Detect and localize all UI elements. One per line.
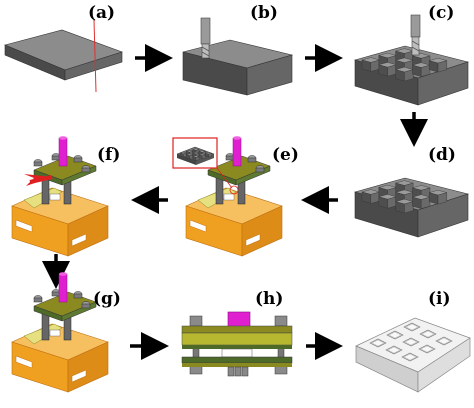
cube-row [227, 366, 249, 377]
bolt-icon [247, 155, 257, 163]
panel-label-b: (b) [250, 3, 278, 23]
panel-i: (i) [355, 289, 471, 393]
panel-f [11, 136, 109, 257]
panel-a: (a) [4, 3, 123, 93]
end-mill-tool-icon [410, 14, 421, 56]
pocket [435, 336, 453, 346]
cube [361, 189, 381, 204]
panel-b: (b) [182, 3, 294, 96]
punch-icon [58, 272, 68, 303]
cube [185, 153, 194, 159]
cube [394, 66, 414, 82]
cube [394, 198, 414, 214]
punch-icon [58, 136, 68, 167]
cube [411, 62, 431, 77]
cube [361, 57, 381, 72]
pocket [402, 337, 420, 347]
cut-line [93, 19, 97, 93]
pocket [419, 329, 437, 339]
cube [179, 151, 188, 158]
end-mill-tool-icon [200, 17, 211, 59]
punch-icon [232, 136, 242, 167]
cube [378, 194, 398, 209]
cube [428, 189, 448, 205]
pocket [403, 322, 421, 332]
panel-e [185, 136, 283, 257]
bolt-icon [73, 155, 83, 163]
panel-label-e: (e) [272, 145, 299, 165]
panel-label-i: (i) [428, 289, 451, 309]
cube [378, 62, 398, 77]
panel-h: (h) [181, 289, 293, 377]
cube [198, 153, 207, 160]
bolt-icon [33, 295, 43, 303]
bolt-icon [255, 165, 265, 173]
cube [204, 152, 213, 158]
panel-label-g: (g) [93, 289, 121, 309]
cube-array [361, 180, 448, 214]
panel-label-a: (a) [88, 3, 115, 23]
panel-g [11, 272, 109, 393]
panel-label-d: (d) [428, 145, 456, 165]
bolt-icon [81, 301, 91, 309]
panel-c: (c) [353, 3, 470, 106]
cube [428, 57, 448, 73]
panel-d: (d) [353, 145, 470, 238]
inset-die-preview [172, 137, 239, 195]
bolt-icon [81, 165, 91, 173]
pocket [385, 345, 403, 355]
pocket [418, 344, 436, 354]
pocket-array [369, 322, 453, 362]
panel-label-f: (f) [97, 145, 120, 165]
panel-label-c: (c) [428, 3, 454, 23]
cube-array [361, 48, 448, 82]
cube [411, 194, 431, 209]
panel-label-h: (h) [255, 289, 283, 309]
pocket [369, 338, 387, 348]
cube [191, 155, 200, 161]
bolt-icon [33, 159, 43, 167]
pocket [401, 352, 419, 362]
pocket [386, 330, 404, 340]
bolt-icon [73, 291, 83, 299]
